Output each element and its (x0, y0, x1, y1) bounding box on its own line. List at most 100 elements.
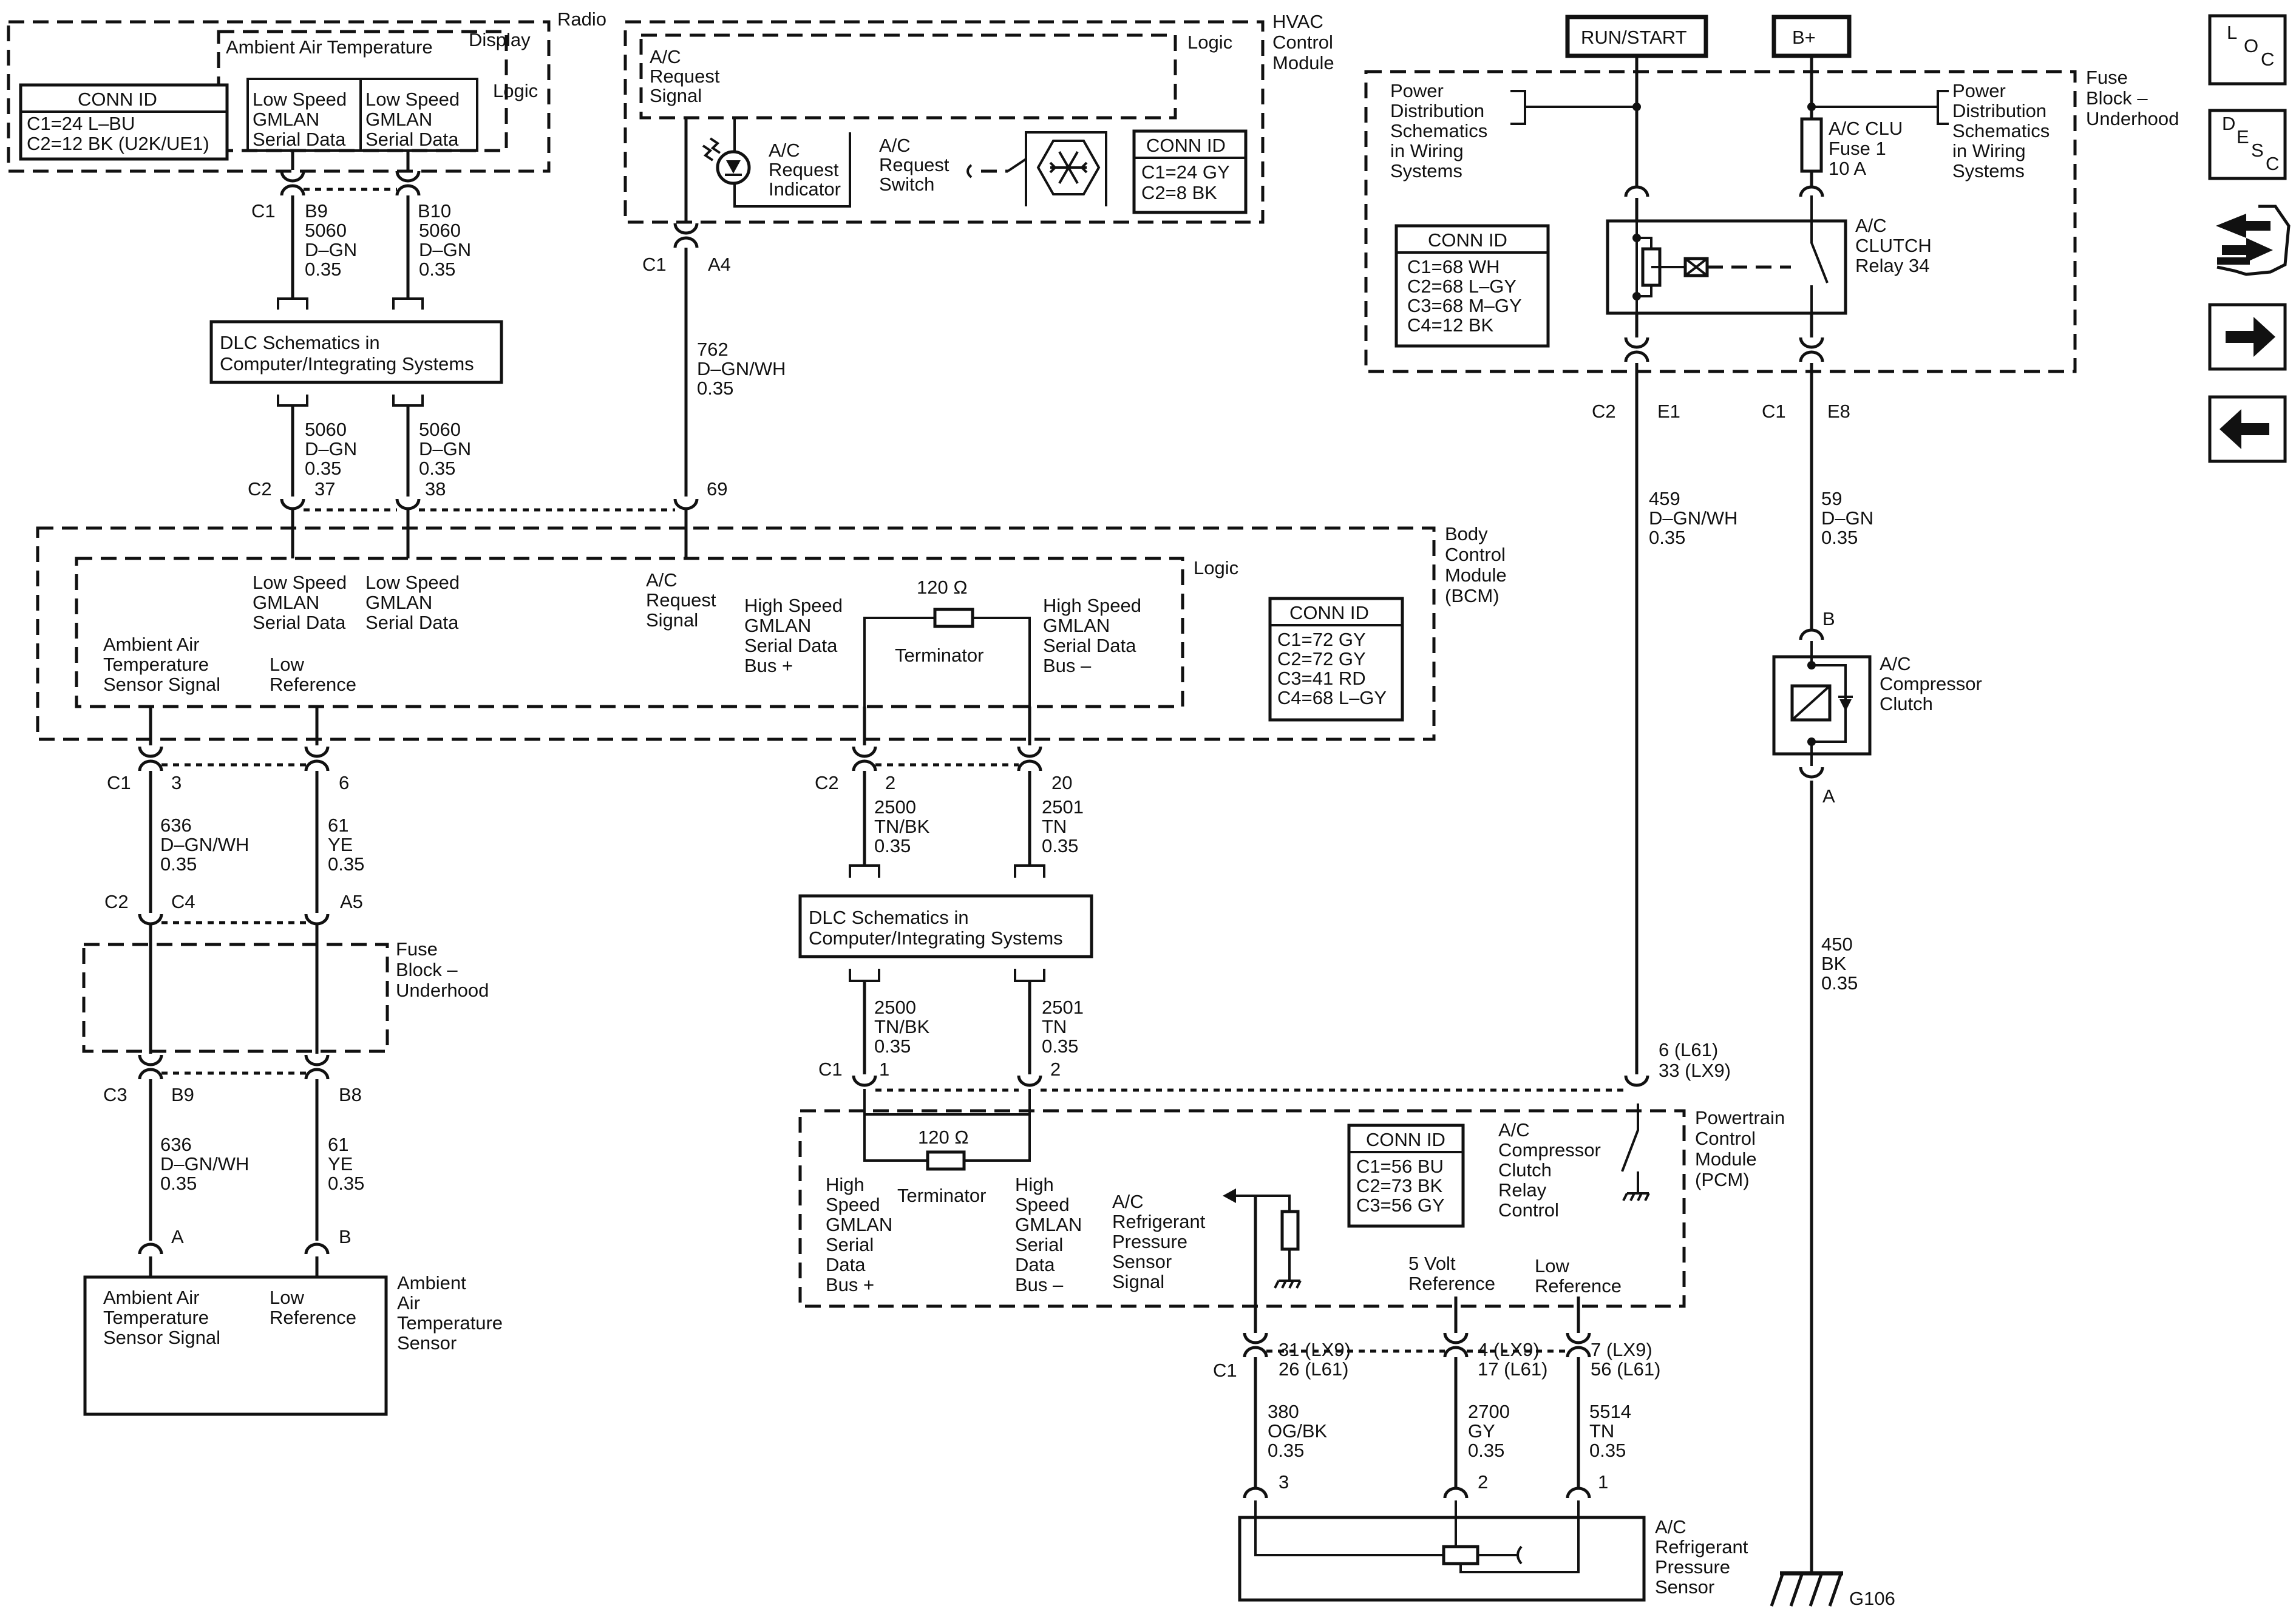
pcm-conn-c3: C3=56 GY (1356, 1195, 1445, 1216)
hvac-c1-label: C1 (642, 254, 667, 275)
relay-e1-label: E1 (1657, 401, 1680, 422)
run-start-text: RUN/START (1581, 27, 1687, 48)
snowflake-icon (1036, 140, 1101, 195)
power-run-start-label: RUN/START (1565, 15, 1708, 58)
desc-letter-s: S (2251, 140, 2264, 161)
fuse-conn-c4: C4=12 BK (1407, 314, 1494, 336)
radio-conn-c2: C2=12 BK (U2K/UE1) (27, 133, 209, 154)
bcm-38-label: 38 (425, 478, 446, 500)
radio-label: Radio (557, 8, 606, 30)
pcm-conn-c1: C1=56 BU (1356, 1156, 1444, 1177)
pcm-bot-c1-label: C1 (1213, 1360, 1237, 1381)
radio-logic-label: Logic (493, 80, 538, 101)
bcm-conn-id-title: CONN ID (1289, 602, 1369, 623)
pcm-conn-c2: C2=73 BK (1356, 1175, 1443, 1196)
sensor-1-label: 1 (1598, 1471, 1608, 1493)
fb-c3-label: C3 (103, 1084, 127, 1105)
bcm-c2-top-label: C2 (248, 478, 272, 500)
radio-c1-label: C1 (251, 200, 276, 222)
bcm-conn-c4: C4=68 L–GY (1277, 687, 1387, 708)
fuse-conn-c2: C2=68 L–GY (1407, 276, 1517, 297)
prev-button[interactable] (2208, 395, 2287, 463)
radio-display-label: Display (469, 29, 531, 50)
radio-module: Radio Ambient Air Temperature Display Lo… (7, 8, 606, 173)
hvac-conn-id-title: CONN ID (1146, 135, 1226, 156)
arrow-left-icon (2220, 409, 2269, 449)
pcm-c1-label: C1 (818, 1059, 843, 1080)
hvac-a4-label: A4 (708, 254, 731, 275)
fuse-conn-c1: C1=68 WH (1407, 256, 1500, 277)
loc-button[interactable]: L O C (2208, 14, 2287, 86)
pcm-7-56-label: 7 (LX9)56 (L61) (1591, 1339, 1660, 1380)
fb-c2-label: C2 (104, 891, 129, 912)
radio-b9-label: B9 (305, 200, 328, 222)
bcm-conn-c1: C1=72 GY (1277, 629, 1366, 650)
swap-arrows-wrench-icon[interactable] (2216, 205, 2291, 276)
hvac-conn-c1: C1=24 GY (1141, 161, 1230, 183)
desc-letter-e: E (2237, 126, 2249, 147)
bcm-conn-c3: C3=41 RD (1277, 668, 1366, 689)
pcm-terminator-resistor (926, 1150, 966, 1171)
hvac-logic-label: Logic (1187, 32, 1232, 53)
bcm-c2-bot-label: C2 (815, 772, 839, 793)
fuse-conn-id-title: CONN ID (1428, 229, 1507, 251)
radio-conn-c1: C1=24 L–BU (27, 113, 135, 134)
desc-button[interactable]: D E S C (2208, 109, 2287, 180)
sensor-3-label: 3 (1279, 1471, 1289, 1493)
fb-b8-label: B8 (339, 1084, 362, 1105)
next-button[interactable] (2208, 303, 2287, 371)
ground-g106-label: G106 (1849, 1588, 1895, 1609)
sensor-2-label: 2 (1478, 1471, 1488, 1493)
pcm-6-33-label: 6 (L61)33 (LX9) (1659, 1039, 1731, 1081)
b-plus-text: B+ (1792, 27, 1816, 48)
relay-c1-label: C1 (1762, 401, 1786, 422)
hvac-conn-c2: C2=8 BK (1141, 182, 1217, 203)
pcm-2-label: 2 (1050, 1059, 1061, 1080)
clutch-b-label: B (1822, 608, 1835, 629)
relay-c2-label: C2 (1592, 401, 1616, 422)
